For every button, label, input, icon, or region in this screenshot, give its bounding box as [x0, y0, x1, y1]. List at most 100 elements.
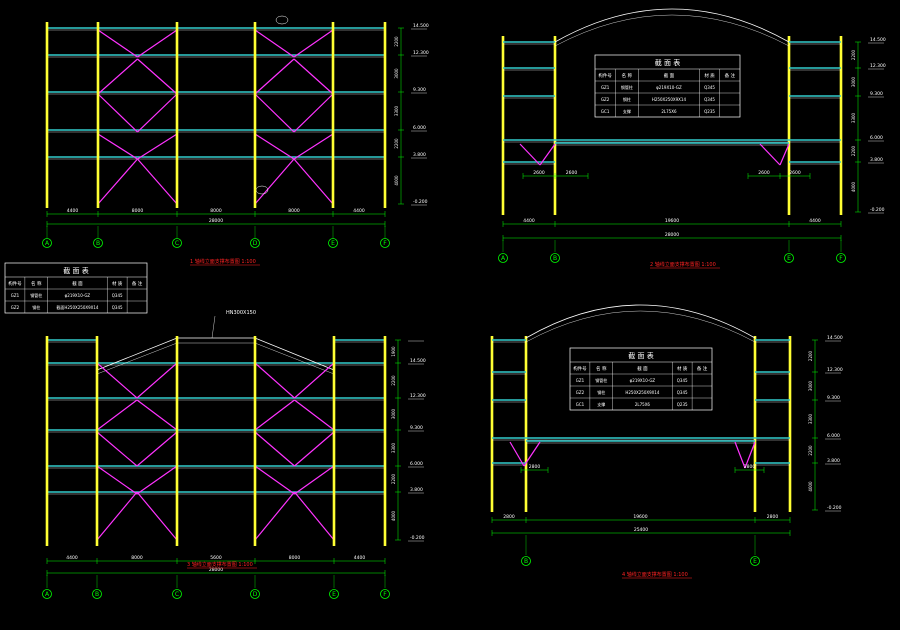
- brace: [137, 158, 178, 205]
- brace: [734, 441, 746, 469]
- brace: [96, 399, 138, 431]
- axis-label: B: [553, 255, 557, 262]
- brace: [254, 465, 295, 495]
- brace: [254, 431, 295, 467]
- table-header: 材 质: [704, 72, 715, 79]
- table-header: 截 面: [637, 365, 648, 372]
- level-dim-text: 2200: [394, 138, 399, 149]
- brace: [97, 93, 138, 133]
- axis-bubble: [750, 556, 760, 566]
- brace: [97, 29, 138, 58]
- column: [839, 36, 843, 215]
- level-dim-text: 2200: [391, 473, 396, 484]
- brace: [254, 93, 295, 133]
- ridge-leader: [211, 315, 216, 339]
- braces: [97, 15, 334, 205]
- table-header: 构件号: [573, 365, 587, 372]
- table-cell: 钢管柱: [621, 84, 633, 90]
- axis-bubble: [328, 238, 338, 248]
- dim-text: 4400: [353, 208, 365, 214]
- table-cell: GZ1: [11, 293, 20, 298]
- columns: [45, 22, 387, 208]
- dim-text: 4400: [354, 555, 366, 561]
- level-label: 3.800: [413, 152, 426, 158]
- table-cell: H250X250X9X14: [625, 390, 660, 395]
- axis-label: C: [175, 240, 179, 247]
- dim-text: 8000: [132, 208, 144, 214]
- level-label: 9.300: [410, 425, 423, 431]
- axis-label: E: [787, 255, 791, 262]
- level-dim-text: 3000: [808, 380, 813, 391]
- column: [787, 36, 791, 215]
- drawing-title: 2 轴线立面支撑布置图 1:100: [650, 261, 716, 268]
- axis-label: E: [331, 240, 335, 247]
- brace: [293, 93, 334, 133]
- dim-text: 8000: [288, 208, 300, 214]
- brace: [294, 399, 335, 431]
- dim-text: 2600: [789, 170, 801, 176]
- table-cell: Q345: [112, 293, 123, 298]
- dim-text: 4400: [523, 218, 535, 224]
- table-header: 材 质: [677, 365, 688, 372]
- column: [332, 336, 336, 546]
- table-cell: 2L75X6: [635, 402, 651, 407]
- column: [175, 336, 179, 546]
- brace: [293, 158, 334, 205]
- dim-text: 19600: [633, 514, 647, 520]
- axis-bubble: [250, 238, 260, 248]
- axis-label: B: [96, 240, 100, 247]
- level-label: 12.300: [827, 367, 843, 373]
- table-header: 备 注: [697, 365, 708, 372]
- level-label: 3.800: [870, 157, 883, 163]
- dim-text-total: 28000: [209, 567, 223, 573]
- level-marks: 14.50012.3009.3006.0003.800-0.2002200300…: [851, 37, 886, 214]
- table-header: 材 质: [112, 280, 123, 287]
- axis-bubble: [521, 556, 531, 566]
- table-cell: 支撑: [597, 401, 605, 407]
- axis-label: E: [332, 591, 336, 598]
- brace: [254, 158, 295, 205]
- column: [253, 336, 257, 546]
- level-dim-text: 3000: [394, 68, 399, 79]
- table-header: 备 注: [132, 280, 143, 287]
- brace: [519, 143, 541, 166]
- table-cell: 支撑: [623, 108, 631, 114]
- level-label: 12.300: [870, 63, 886, 69]
- arch-roof-inner: [525, 310, 756, 343]
- dim-text: 8000: [131, 555, 143, 561]
- level-label: 9.300: [870, 91, 883, 97]
- table-header: 名 称: [622, 72, 633, 79]
- table-cell: φ219X10-GZ: [630, 378, 656, 383]
- table-cell: φ219X10-GZ: [656, 85, 682, 90]
- brace: [294, 465, 335, 495]
- dim-text: 2800: [529, 464, 541, 470]
- level-dim-text: 4000: [851, 181, 856, 192]
- brace: [759, 143, 781, 166]
- level-label: 14.500: [870, 37, 886, 43]
- level-dim-text: 1900: [391, 346, 396, 357]
- dim-text: 2800: [744, 464, 756, 470]
- table-cell: GZ1: [601, 85, 610, 90]
- column: [45, 22, 49, 208]
- level-label: 14.500: [413, 23, 429, 29]
- dim-text: 2600: [758, 170, 770, 176]
- level-label: -0.200: [413, 199, 428, 205]
- axis-bubble: [172, 589, 182, 599]
- column: [501, 36, 505, 215]
- level-dim-text: 3300: [851, 112, 856, 123]
- level-label: 14.500: [410, 358, 426, 364]
- brace: [254, 58, 295, 95]
- roof-ridge: [96, 337, 335, 371]
- dim-text: 2800: [503, 514, 515, 520]
- ridge-label: HN300X150: [226, 310, 256, 316]
- brace: [137, 133, 178, 160]
- brace: [293, 58, 334, 95]
